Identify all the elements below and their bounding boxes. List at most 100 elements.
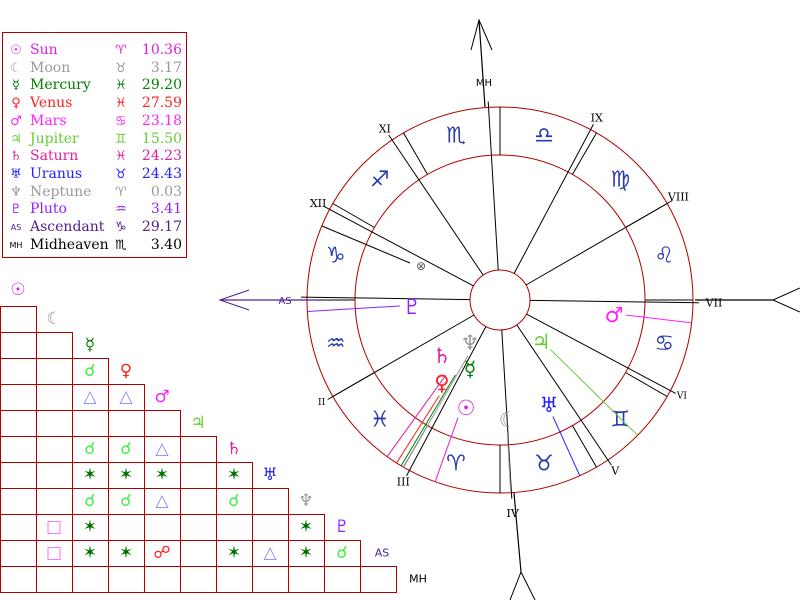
aspect-grid-cell bbox=[36, 384, 73, 411]
aspect-grid-cell bbox=[180, 462, 217, 489]
aspect-conjunction-icon: ☌ bbox=[120, 491, 131, 511]
house-label: VI bbox=[676, 392, 687, 402]
zodiac-sign-icon: ♑ bbox=[115, 220, 127, 235]
degree-value: 29.17 bbox=[141, 219, 182, 235]
aspect-grid-cell bbox=[180, 566, 217, 593]
ic-axis-line bbox=[513, 492, 522, 573]
aspect-grid-cell bbox=[0, 436, 37, 463]
midheaven-glyph-icon: MH bbox=[9, 240, 23, 250]
planet-name: Neptune bbox=[30, 183, 92, 200]
sign-boundary bbox=[625, 372, 668, 397]
dsc-fork-icon bbox=[771, 287, 800, 313]
aspect-grid-cell bbox=[36, 462, 73, 489]
aspect-grid-cell bbox=[0, 488, 37, 515]
legend-row-moon: ☾Moon♉3.17 bbox=[3, 60, 188, 77]
degree-value: 24.23 bbox=[141, 148, 182, 165]
house-label: VIII bbox=[667, 191, 689, 204]
planet-name: Mercury bbox=[30, 77, 91, 94]
aspect-grid-cell bbox=[0, 358, 37, 385]
planet-name: Venus bbox=[30, 95, 73, 112]
aspect-grid-label-neptune: ♆ bbox=[298, 491, 313, 511]
uranus-planet-icon: ♅ bbox=[540, 393, 559, 417]
saturn-glyph-icon: ♄ bbox=[10, 149, 22, 165]
aspect-grid-label-ascendant: AS bbox=[375, 547, 390, 560]
sign-boundary bbox=[332, 203, 375, 228]
aspect-conjunction-icon: ☌ bbox=[120, 439, 131, 459]
aspect-grid-cell bbox=[0, 462, 37, 489]
uranus-pointer-line bbox=[552, 416, 581, 476]
mercury-planet-icon: ☿ bbox=[464, 357, 477, 381]
planet-name: Saturn bbox=[30, 148, 79, 165]
mars-planet-icon: ♂ bbox=[605, 303, 624, 327]
sun-glyph-icon: ☉ bbox=[10, 43, 22, 58]
house-label: XI bbox=[379, 123, 391, 136]
degree-value: 15.50 bbox=[141, 130, 182, 147]
degree-value: 24.43 bbox=[141, 165, 182, 182]
aspect-grid-cell bbox=[36, 410, 73, 437]
moon-pointer-line bbox=[506, 432, 512, 493]
sun-pointer-line bbox=[434, 417, 459, 482]
zodiac-sign-icon: ♋ bbox=[115, 113, 127, 129]
planet-legend: ☉Sun♈10.36☾Moon♉3.17☿Mercury♓29.20♀Venus… bbox=[2, 32, 187, 258]
house-cusp-line-IX bbox=[513, 124, 594, 274]
aspect-grid-cell bbox=[0, 410, 37, 437]
jupiter-planet-icon: ♃ bbox=[532, 330, 551, 354]
aspect-conjunction-icon: ☌ bbox=[336, 543, 347, 563]
moon-planet-icon: ☾ bbox=[499, 408, 518, 432]
aspect-trine-icon: △ bbox=[155, 491, 169, 511]
aspect-grid-cell bbox=[108, 566, 145, 593]
house-cusp-line-VIII bbox=[525, 200, 673, 286]
zodiac-sign-icon: ♎ bbox=[534, 123, 554, 148]
mc-axis-line bbox=[478, 19, 486, 108]
zodiac-sign-icon: ♋ bbox=[654, 331, 674, 356]
mc-axis-label: MH bbox=[476, 78, 492, 89]
aspect-grid-cell bbox=[216, 566, 253, 593]
aspect-conjunction-icon: ☌ bbox=[228, 491, 239, 511]
zodiac-sign-icon: ♉ bbox=[534, 452, 554, 477]
aspect-conjunction-icon: ☌ bbox=[84, 439, 95, 459]
planet-name: Pluto bbox=[30, 201, 67, 218]
pluto-planet-icon: ♇ bbox=[403, 295, 422, 319]
aspect-sextile-icon: ✶ bbox=[83, 465, 97, 485]
mc-arrow-icon bbox=[470, 18, 493, 51]
legend-row-uranus: ♅Uranus♉24.43 bbox=[3, 166, 188, 183]
venus-planet-icon: ♀ bbox=[434, 371, 449, 395]
aspect-grid-cell bbox=[0, 566, 37, 593]
zodiac-sign-icon: ♍ bbox=[610, 167, 630, 192]
planet-name: Uranus bbox=[30, 165, 83, 182]
venus-glyph-icon: ♀ bbox=[11, 96, 21, 112]
planet-name: Mars bbox=[30, 112, 67, 129]
aspect-conjunction-icon: ☌ bbox=[84, 491, 95, 511]
aspect-sextile-icon: ✶ bbox=[119, 543, 133, 563]
house-cusp-line-XII bbox=[324, 206, 474, 287]
house-cusp-line-X bbox=[487, 101, 499, 271]
aspect-grid-cell bbox=[180, 540, 217, 567]
planet-name: Ascendant bbox=[30, 219, 105, 235]
zodiac-sign-icon: ♈ bbox=[115, 43, 127, 58]
aspect-grid-label-sun: ☉ bbox=[10, 280, 25, 300]
degree-value: 27.59 bbox=[141, 95, 182, 112]
part-of-fortune-line bbox=[321, 225, 411, 264]
house-label: IX bbox=[591, 112, 603, 125]
house-cusp-line-II bbox=[327, 314, 475, 400]
aspect-trine-icon: △ bbox=[155, 439, 169, 459]
aspect-sextile-icon: ✶ bbox=[299, 517, 313, 537]
aspect-grid-cell bbox=[252, 566, 289, 593]
aspect-grid-cell bbox=[0, 540, 37, 567]
degree-value: 3.41 bbox=[150, 201, 182, 218]
aspect-grid-cell bbox=[360, 566, 397, 593]
aspect-grid-cell bbox=[36, 358, 73, 385]
planet-name: Moon bbox=[30, 59, 71, 76]
house-label: III bbox=[397, 475, 410, 488]
zodiac-sign-icon: ♏ bbox=[115, 237, 127, 253]
house-label: VII bbox=[705, 296, 723, 309]
legend-row-mars: ♂Mars♋23.18 bbox=[3, 113, 188, 130]
house-cusp-line-IV bbox=[501, 329, 513, 499]
sign-boundary bbox=[572, 132, 597, 175]
neptune-pointer-line bbox=[403, 355, 469, 468]
aspect-grid-cell bbox=[180, 488, 217, 515]
aspect-grid-cell bbox=[144, 410, 181, 437]
degree-value: 3.40 bbox=[150, 236, 182, 253]
center-circle bbox=[469, 269, 531, 331]
